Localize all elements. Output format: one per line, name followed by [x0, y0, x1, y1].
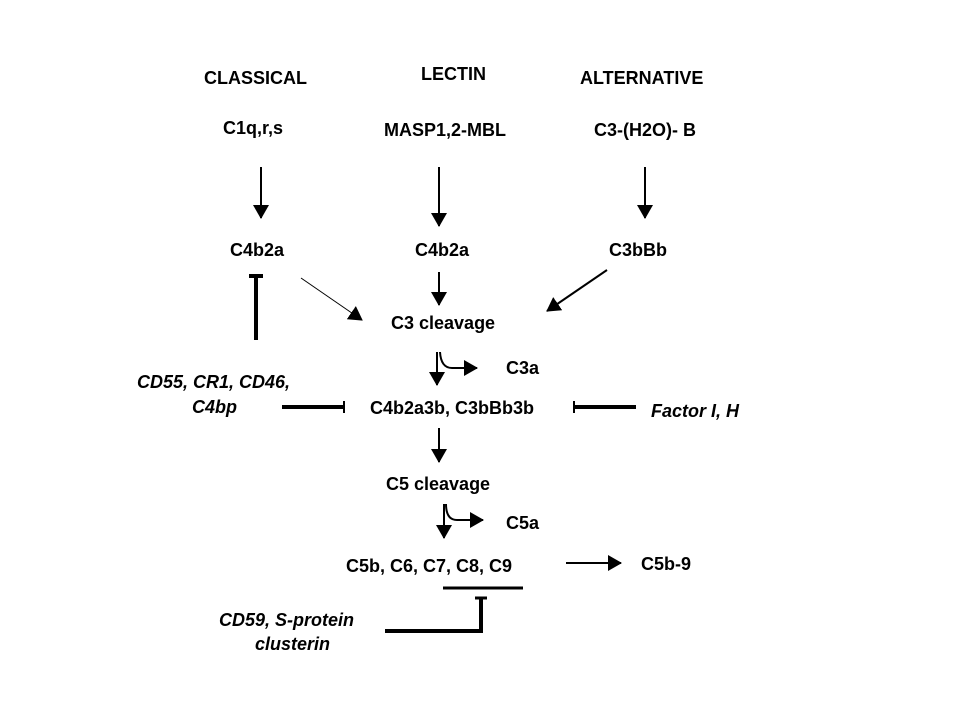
- arrow-c3a-branch: [439, 351, 478, 376]
- alternative-convertase: C3bBb: [609, 240, 667, 260]
- regulator-left-line2: C4bp: [192, 397, 237, 417]
- regulator-bottom-line1: CD59, S-protein: [219, 610, 355, 630]
- lectin-convertase: C4b2a: [415, 240, 470, 260]
- regulator-left-line1: CD55, CR1, CD46,: [137, 372, 291, 392]
- arrow-classical-to-c3: [300, 277, 363, 321]
- mac-label: C5b-9: [641, 554, 692, 574]
- terminal-components: C5b, C6, C7, C8, C9: [346, 556, 513, 576]
- inhibitor-bottom: [385, 598, 483, 633]
- c3-cleavage: C3 cleavage: [391, 313, 496, 333]
- lectin-initiator: MASP1,2-MBL: [384, 120, 507, 140]
- c5a-label: C5a: [506, 513, 540, 533]
- c3a-label: C3a: [506, 358, 540, 378]
- arrow-alternative-to-c3: [546, 269, 608, 312]
- lectin-title: LECTIN: [421, 64, 486, 84]
- classical-initiator: C1q,r,s: [223, 118, 284, 138]
- regulator-right: Factor I, H: [651, 401, 740, 421]
- arrow-c5a-branch: [445, 503, 484, 528]
- classical-convertase: C4b2a: [230, 240, 285, 260]
- regulator-bottom-line2: clusterin: [255, 634, 331, 654]
- c5-convertase: C4b2a3b, C3bBb3b: [370, 398, 535, 418]
- classical-title: CLASSICAL: [204, 68, 307, 88]
- alternative-title: ALTERNATIVE: [580, 68, 704, 88]
- c5-cleavage: C5 cleavage: [386, 474, 491, 494]
- alternative-initiator: C3-(H2O)- B: [594, 120, 696, 140]
